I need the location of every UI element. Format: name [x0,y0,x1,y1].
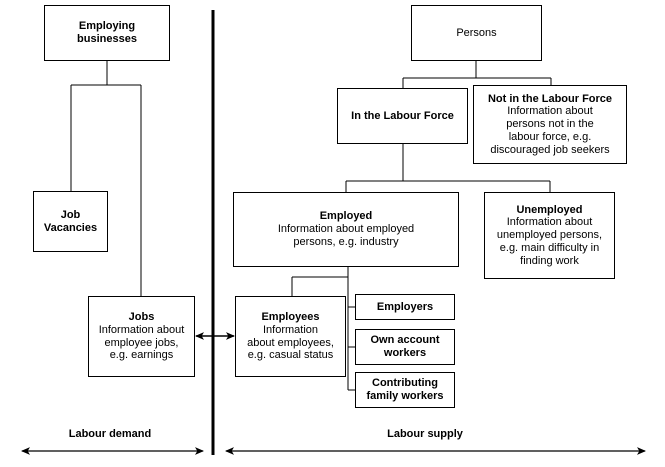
node-title: Job Vacancies [43,208,98,234]
node-description: Information about employees, e.g. casual… [247,323,334,362]
node-title: Persons [456,26,497,39]
node-job-vacancies[interactable]: Job Vacancies [33,191,108,252]
axis-label-text: Labour demand [68,428,152,440]
node-title: Unemployed [516,203,583,216]
node-title: Employing businesses [77,20,137,45]
node-title: Contributing family workers [366,377,444,402]
node-title: In the Labour Force [351,109,454,122]
node-own-account-workers[interactable]: Own account workers [355,329,455,365]
node-title: Jobs [128,311,155,323]
node-employing-businesses[interactable]: Employing businesses [44,5,170,61]
node-employed[interactable]: Employed Information about employed pers… [233,192,459,267]
node-description: Information about unemployed persons, e.… [496,216,603,267]
axis-label-labour-supply: Labour supply [350,428,500,440]
node-employers[interactable]: Employers [355,294,455,320]
node-description: Information about employee jobs, e.g. ea… [98,323,185,362]
node-persons[interactable]: Persons [411,5,542,61]
node-not-in-the-labour-force[interactable]: Not in the Labour Force Information abou… [473,85,627,164]
node-unemployed[interactable]: Unemployed Information about unemployed … [484,192,615,279]
node-contributing-family-workers[interactable]: Contributing family workers [355,372,455,408]
axis-label-labour-demand: Labour demand [35,428,185,440]
axis-label-text: Labour supply [387,428,463,440]
node-title: Own account workers [370,334,440,359]
node-title: Employees [261,311,320,323]
node-description: Information about employed persons, e.g.… [277,223,415,248]
node-title: Employers [376,300,434,313]
node-jobs[interactable]: Jobs Information about employee jobs, e.… [88,296,195,377]
node-employees[interactable]: Employees Information about employees, e… [235,296,346,377]
node-in-the-labour-force[interactable]: In the Labour Force [337,88,468,144]
node-title: Employed [319,210,373,223]
node-description: Information about persons not in the lab… [490,105,610,156]
node-title: Not in the Labour Force [487,92,613,105]
